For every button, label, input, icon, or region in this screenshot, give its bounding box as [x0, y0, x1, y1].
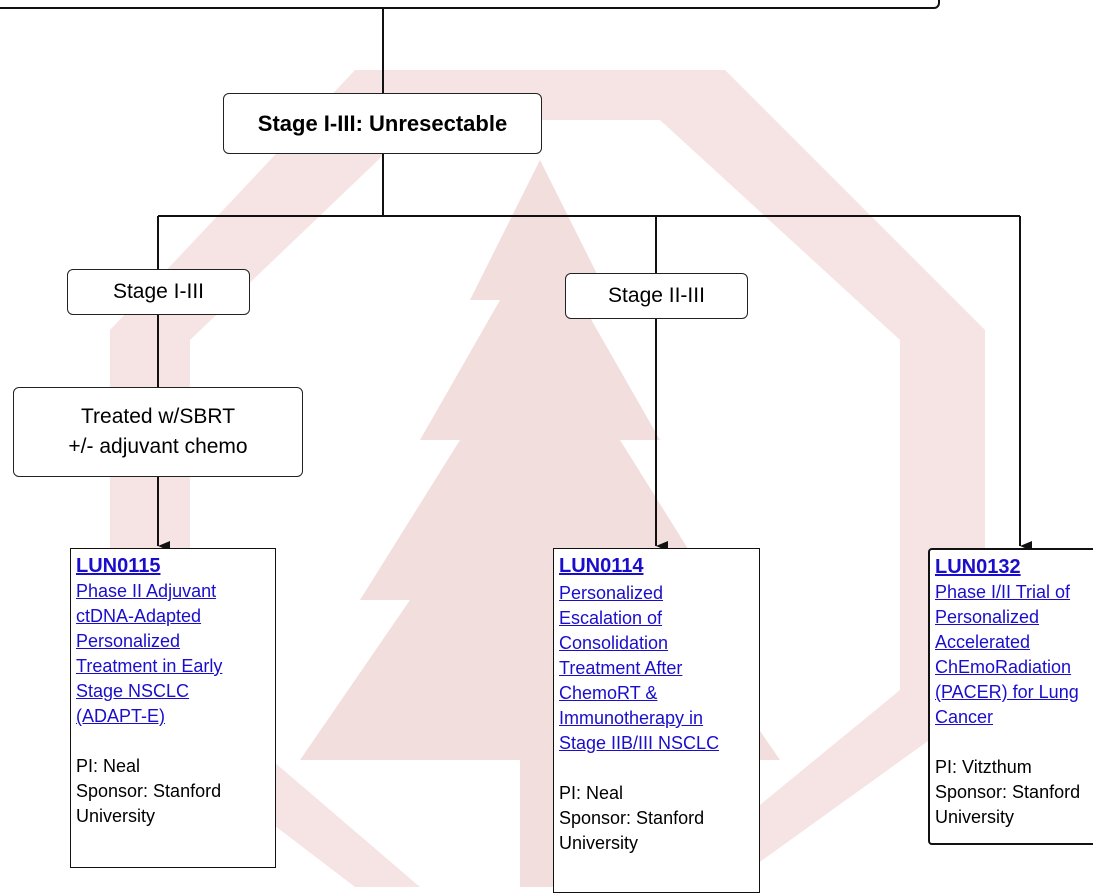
trial-card-lun0114: LUN0114 Personalized Escalation of Conso… [553, 548, 760, 893]
stage-i-iii-node: Stage I-III [67, 269, 250, 315]
trial-id-link[interactable]: LUN0132 [935, 556, 1021, 578]
stage-ii-iii-label: Stage II-III [608, 284, 705, 307]
unresectable-node: Stage I-III: Unresectable [223, 93, 542, 154]
trial-id-link[interactable]: LUN0114 [559, 555, 644, 577]
trial-sponsor: Sponsor: Stanford University [559, 808, 705, 853]
top-parent-box [0, 0, 940, 9]
sbrt-label-line2: +/- adjuvant chemo [68, 435, 248, 458]
trial-sponsor: Sponsor: Stanford University [76, 781, 222, 826]
trial-pi: PI: Neal [76, 756, 141, 776]
unresectable-label: Stage I-III: Unresectable [257, 110, 508, 136]
sbrt-label-line1: Treated w/SBRT [80, 405, 236, 428]
trial-id-link[interactable]: LUN0115 [76, 555, 161, 577]
trial-card-lun0115: LUN0115 Phase II Adjuvant ctDNA-Adapted … [70, 548, 276, 868]
trial-title-link[interactable]: Phase II Adjuvant ctDNA-Adapted Personal… [76, 581, 223, 726]
trial-title-link[interactable]: Phase I/II Trial of Personalized Acceler… [935, 582, 1079, 727]
sbrt-node: Treated w/SBRT +/- adjuvant chemo [13, 387, 303, 477]
stage-ii-iii-node: Stage II-III [565, 273, 748, 319]
stage-i-iii-label: Stage I-III [112, 280, 205, 303]
trial-pi: PI: Neal [559, 783, 624, 803]
trial-pi: PI: Vitzthum [935, 757, 1032, 777]
trial-title-link[interactable]: Personalized Escalation of Consolidation… [559, 583, 720, 753]
trial-sponsor: Sponsor: Stanford University [935, 782, 1081, 827]
trial-card-lun0132: LUN0132 Phase I/II Trial of Personalized… [928, 548, 1093, 845]
